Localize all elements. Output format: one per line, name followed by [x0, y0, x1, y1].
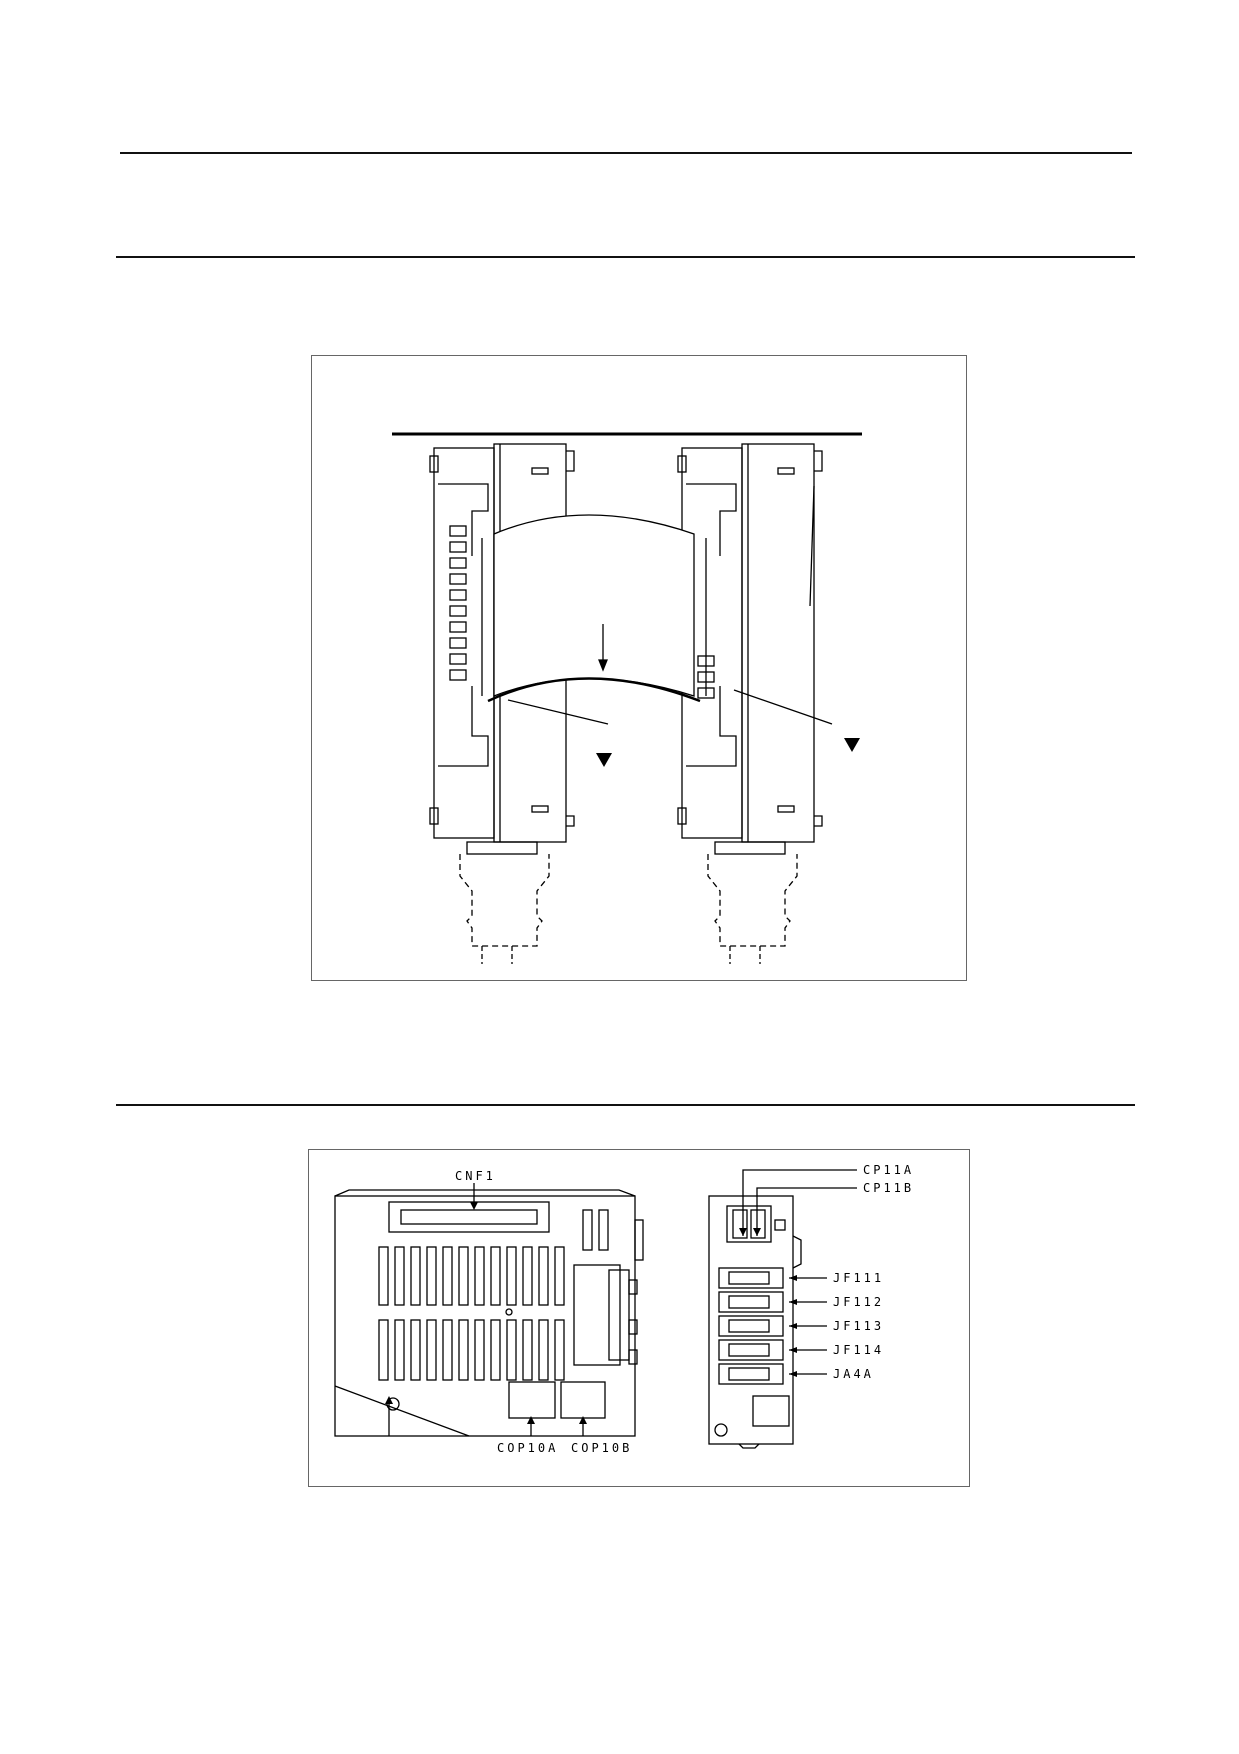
callout-jf111: JF111 [833, 1271, 884, 1285]
callout-jf113: JF113 [833, 1319, 884, 1333]
front-view [334, 1183, 644, 1437]
figure-connector-layout: CNF1 CP11A CP11B JF111 JF112 JF113 JF114… [308, 1149, 970, 1487]
callout-cop10b: COP10B [571, 1441, 632, 1455]
section-rule-2 [116, 1104, 1135, 1106]
callout-cp11a: CP11A [863, 1163, 914, 1177]
callout-jf112: JF112 [833, 1295, 884, 1309]
callout-ja4a: JA4A [833, 1367, 874, 1381]
reference-triangle-left [596, 753, 612, 767]
left-unit [429, 443, 575, 964]
side-view [708, 1169, 857, 1449]
figure-installation [311, 355, 967, 981]
reference-triangle-right [844, 738, 860, 752]
callout-cnf1: CNF1 [455, 1169, 496, 1183]
callout-jf114: JF114 [833, 1343, 884, 1357]
connector-layout-drawing: CNF1 CP11A CP11B JF111 JF112 JF113 JF114… [334, 1163, 914, 1455]
right-unit [677, 443, 823, 964]
cable-drawing [481, 514, 707, 703]
top-rule [120, 152, 1132, 154]
callout-cop10a: COP10A [497, 1441, 558, 1455]
section-rule-1 [116, 256, 1135, 258]
installation-drawing [392, 432, 862, 964]
callout-cp11b: CP11B [863, 1181, 914, 1195]
